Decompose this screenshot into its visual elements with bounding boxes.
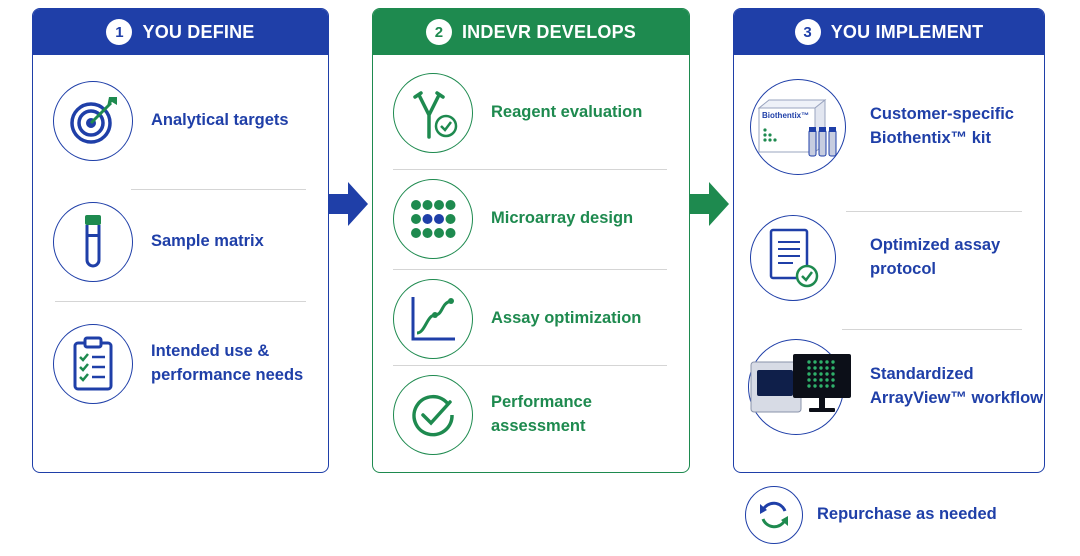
step-2-header: 2 INDEVR DEVELOPS bbox=[373, 9, 689, 55]
item-label-arrayview-workflow: Standardized ArrayView™ workflow bbox=[870, 365, 1044, 407]
separator bbox=[393, 269, 667, 270]
item-sample-matrix: Sample matrix bbox=[53, 202, 328, 282]
antibody-check-icon bbox=[393, 73, 473, 153]
item-label-assay-protocol: Optimized assay protocol bbox=[870, 236, 1001, 278]
arrow-right-icon bbox=[689, 182, 729, 226]
item-label-microarray-design: Microarray design bbox=[491, 209, 634, 228]
step-3-number: 3 bbox=[794, 19, 821, 45]
imager-monitor-icon bbox=[748, 339, 851, 435]
target-icon bbox=[53, 81, 133, 161]
separator bbox=[131, 189, 306, 190]
step-2-panel: 2 INDEVR DEVELOPS Reagent evaluation Mic… bbox=[372, 8, 690, 473]
step-1-panel: 1 YOU DEFINE Analytical targets Sample m… bbox=[32, 8, 329, 473]
item-label-performance-assessment: Performance assessment bbox=[491, 393, 592, 435]
item-assay-protocol: Optimized assay protocol bbox=[750, 215, 1044, 301]
item-label-analytical-targets: Analytical targets bbox=[151, 111, 289, 130]
item-reagent-evaluation: Reagent evaluation bbox=[393, 73, 689, 153]
test-tube-icon bbox=[53, 202, 133, 282]
step-2-title: INDEVR DEVELOPS bbox=[461, 21, 637, 42]
repurchase-label: Repurchase as needed bbox=[817, 505, 997, 524]
item-label-intended-use: Intended use & performance needs bbox=[151, 342, 304, 384]
graph-curve-icon bbox=[393, 279, 473, 359]
step-2-number: 2 bbox=[425, 19, 452, 45]
item-label-assay-optimization: Assay optimization bbox=[491, 309, 642, 328]
step-1-number: 1 bbox=[106, 19, 133, 45]
step-3-header: 3 YOU IMPLEMENT bbox=[734, 9, 1044, 55]
separator bbox=[842, 329, 1022, 330]
item-performance-assessment: Performance assessment bbox=[393, 375, 689, 455]
microarray-dots-icon bbox=[393, 179, 473, 259]
arrow-right-icon bbox=[328, 182, 368, 226]
check-circle-icon bbox=[393, 375, 473, 455]
step-1-header: 1 YOU DEFINE bbox=[33, 9, 328, 55]
item-intended-use: Intended use & performance needs bbox=[53, 324, 328, 404]
separator bbox=[393, 169, 667, 170]
refresh-cycle-icon bbox=[745, 486, 803, 544]
separator bbox=[55, 301, 306, 302]
step-3-title: YOU IMPLEMENT bbox=[830, 21, 984, 42]
document-check-icon bbox=[750, 215, 836, 301]
separator bbox=[846, 211, 1022, 212]
separator bbox=[393, 365, 667, 366]
item-arrayview-workflow: Standardized ArrayView™ workflow bbox=[748, 339, 1044, 435]
item-microarray-design: Microarray design bbox=[393, 179, 689, 259]
kit-brand-text: Biothentix™ bbox=[762, 111, 809, 120]
step-3-panel: 3 YOU IMPLEMENT Biothentix™ Customer-spe… bbox=[733, 8, 1045, 473]
clipboard-checklist-icon bbox=[53, 324, 133, 404]
item-label-sample-matrix: Sample matrix bbox=[151, 232, 264, 251]
item-biothentix-kit: Biothentix™ Customer-specific Biothentix… bbox=[750, 79, 1044, 175]
repurchase-row: Repurchase as needed bbox=[745, 486, 997, 544]
item-analytical-targets: Analytical targets bbox=[53, 81, 328, 161]
item-label-reagent-evaluation: Reagent evaluation bbox=[491, 103, 643, 122]
item-label-biothentix-kit: Customer-specific Biothentix™ kit bbox=[870, 105, 1014, 147]
kit-box-icon: Biothentix™ bbox=[750, 79, 846, 175]
step-1-title: YOU DEFINE bbox=[142, 21, 255, 42]
item-assay-optimization: Assay optimization bbox=[393, 279, 689, 359]
